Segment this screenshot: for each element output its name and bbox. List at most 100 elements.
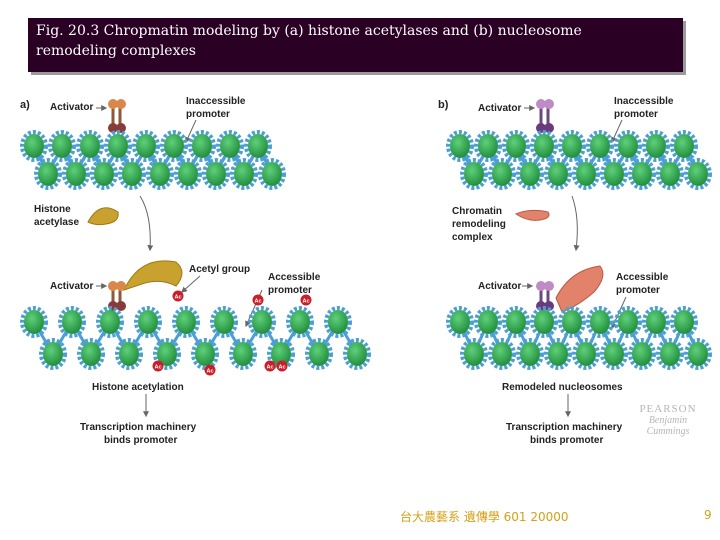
acetyl-group-label: Acetyl group xyxy=(189,264,250,275)
panel-b-inaccessible-line1: Inaccessible xyxy=(614,96,674,107)
panel-b-result-label: Remodeled nucleosomes xyxy=(502,382,623,393)
nucleosome xyxy=(66,162,86,186)
panel-b-complex-line2: remodeling xyxy=(452,219,506,230)
nucleosome xyxy=(164,134,184,158)
acetyl-mark-label: Ac xyxy=(278,365,285,371)
title-bar: Fig. 20.3 Chropmatin modeling by (a) his… xyxy=(28,18,683,72)
panel-b-transcription-line2: binds promoter xyxy=(530,435,603,446)
nucleosome xyxy=(492,162,512,186)
nucleosome xyxy=(604,162,624,186)
nucleosome xyxy=(506,310,526,334)
nucleosome xyxy=(176,310,196,334)
nucleosome xyxy=(688,342,708,366)
nucleosome xyxy=(646,134,666,158)
nucleosome xyxy=(618,134,638,158)
panel-a-inaccessible-line1: Inaccessible xyxy=(186,96,246,107)
nucleosome xyxy=(450,134,470,158)
nucleosome xyxy=(464,162,484,186)
nucleosome xyxy=(157,342,177,366)
acetyl-mark-label: Ac xyxy=(302,299,309,305)
panel-a-activator-label: Activator xyxy=(50,102,93,113)
panel-b-inaccessible-line2: promoter xyxy=(614,109,658,120)
nucleosome xyxy=(108,134,128,158)
nucleosome xyxy=(506,134,526,158)
nucleosome xyxy=(192,134,212,158)
panel-a-result-label: Histone acetylation xyxy=(92,382,184,393)
panel-a-accessible-line2: promoter xyxy=(268,285,312,296)
nucleosome xyxy=(632,342,652,366)
panel-a-enzyme-line1: Histone xyxy=(34,204,71,215)
nucleosome xyxy=(548,162,568,186)
nucleosome xyxy=(220,134,240,158)
acetyl-mark-label: Ac xyxy=(266,365,273,371)
nucleosome xyxy=(548,342,568,366)
remodeling-complex-bound xyxy=(555,265,604,313)
nucleosome xyxy=(271,342,291,366)
nucleosome xyxy=(62,310,82,334)
nucleosome xyxy=(478,134,498,158)
nucleosome xyxy=(233,342,253,366)
panel-b-accessible-line1: Accessible xyxy=(616,272,669,283)
nucleosome xyxy=(562,310,582,334)
nucleosome xyxy=(150,162,170,186)
panel-a-transcription-line1: Transcription machinery xyxy=(80,422,197,433)
nucleosome xyxy=(195,342,215,366)
nucleosome xyxy=(138,310,158,334)
nucleosome xyxy=(590,134,610,158)
nucleosome xyxy=(590,310,610,334)
footer-text: 台大農藝系 遺傳學 601 20000 xyxy=(400,510,569,524)
nucleosome xyxy=(24,310,44,334)
panel-a-process-arrow xyxy=(139,195,154,252)
nucleosome xyxy=(122,162,142,186)
chromatin-fiber-b-top xyxy=(446,130,712,190)
nucleosome xyxy=(309,342,329,366)
nucleosome xyxy=(660,162,680,186)
acetyl-mark xyxy=(276,360,288,372)
nucleosome xyxy=(347,342,367,366)
panel-a-activator-label-2: Activator xyxy=(50,281,93,292)
panel-b-label: b) xyxy=(438,99,449,111)
nucleosome xyxy=(234,162,254,186)
nucleosome xyxy=(492,342,512,366)
activator-a-bottom xyxy=(108,281,126,311)
nucleosome xyxy=(94,162,114,186)
activator-b-top xyxy=(536,99,554,133)
nucleosome xyxy=(24,134,44,158)
nucleosome xyxy=(520,162,540,186)
nucleosome xyxy=(136,134,156,158)
nucleosome xyxy=(214,310,234,334)
chromatin-fiber-a-top xyxy=(20,130,286,190)
nucleosome xyxy=(478,310,498,334)
nucleosome xyxy=(206,162,226,186)
nucleosome xyxy=(674,134,694,158)
chromatin-fiber-b-bottom xyxy=(446,306,712,370)
activator-a-top xyxy=(108,99,126,133)
panel-a-label: a) xyxy=(20,99,30,111)
acetyl-mark-label: Ac xyxy=(154,365,161,371)
chromatin-remodeling-complex xyxy=(514,209,550,221)
title-line-1: Fig. 20.3 Chropmatin modeling by (a) his… xyxy=(36,23,582,39)
nucleosome xyxy=(262,162,282,186)
acetyl-mark xyxy=(204,364,216,376)
nucleosome xyxy=(450,310,470,334)
histone-acetylase-enzyme xyxy=(87,207,119,226)
nucleosome xyxy=(80,134,100,158)
chromatin-fiber-a-bottom xyxy=(20,306,371,370)
page-number: 9 xyxy=(704,508,712,522)
panel-a-inaccessible-line2: promoter xyxy=(186,109,230,120)
panel-a-transcription-line2: binds promoter xyxy=(104,435,177,446)
nucleosome xyxy=(38,162,58,186)
nucleosome xyxy=(576,162,596,186)
nucleosome xyxy=(252,310,272,334)
acetyl-mark xyxy=(252,294,264,306)
panel-b-activator-label: Activator xyxy=(478,103,521,114)
nucleosome xyxy=(81,342,101,366)
nucleosome xyxy=(248,134,268,158)
pearson-logo: PEARSON Benjamin Cummings xyxy=(636,404,700,438)
acetyl-mark xyxy=(172,290,184,302)
panel-b-complex-line3: complex xyxy=(452,232,493,243)
panel-a-promoter-pointer xyxy=(185,119,197,144)
nucleosome xyxy=(674,310,694,334)
